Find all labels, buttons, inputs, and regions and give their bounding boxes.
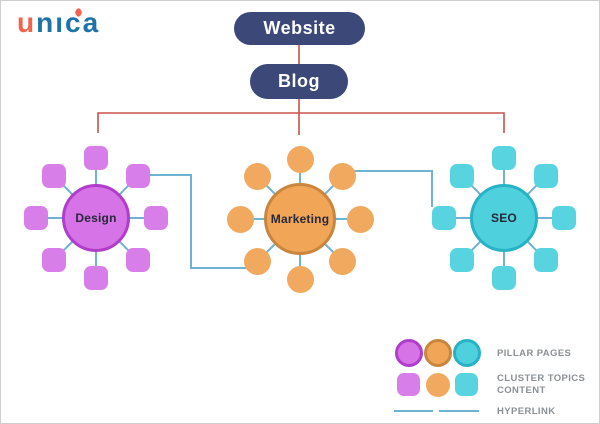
cluster-topic-node bbox=[286, 265, 314, 293]
cluster-topic-node bbox=[226, 205, 254, 233]
cluster-topic-node bbox=[346, 205, 374, 233]
logo-letter-n: n bbox=[36, 7, 56, 38]
website-node: Website bbox=[234, 12, 365, 45]
logo-letter-i: ı bbox=[55, 7, 65, 38]
cluster-topic-node bbox=[449, 163, 474, 188]
cluster-topic-node bbox=[84, 146, 108, 170]
legend-pillar-swatch-purple bbox=[395, 339, 423, 367]
cluster-topic-node bbox=[534, 163, 559, 188]
tree-branch-line bbox=[97, 112, 505, 133]
legend-hyperlink-label: HYPERLINK bbox=[497, 406, 556, 417]
marketing-pillar-node: Marketing bbox=[264, 183, 336, 255]
seo-label: SEO bbox=[491, 211, 517, 225]
cluster-topic-node bbox=[126, 163, 151, 188]
legend-topic-swatch-purple bbox=[397, 373, 420, 396]
cluster-topic-node bbox=[449, 248, 474, 273]
legend-cluster-topics-label: CLUSTER TOPICS CONTENT bbox=[497, 373, 586, 396]
unica-logo: unıca bbox=[17, 7, 100, 38]
cluster-topic-node bbox=[328, 247, 356, 275]
cluster-topic-node bbox=[41, 163, 66, 188]
design-label: Design bbox=[75, 211, 117, 225]
cluster-topic-node bbox=[244, 247, 272, 275]
legend-pillar-pages-label: PILLAR PAGES bbox=[497, 348, 572, 359]
legend-pillar-swatch-orange bbox=[424, 339, 452, 367]
cluster-topic-node bbox=[492, 146, 516, 170]
cluster-topic-node bbox=[126, 248, 151, 273]
cluster-topic-node bbox=[534, 248, 559, 273]
hyperlink-design-marketing bbox=[150, 174, 249, 269]
legend-pillar-swatch-cyan bbox=[453, 339, 481, 367]
seo-pillar-node: SEO bbox=[470, 184, 538, 252]
cluster-topic-node bbox=[244, 163, 272, 191]
cluster-topic-node bbox=[41, 248, 66, 273]
cluster-topic-node bbox=[24, 206, 48, 230]
cluster-topic-node bbox=[328, 163, 356, 191]
cluster-topic-node bbox=[552, 206, 576, 230]
cluster-topic-node bbox=[84, 266, 108, 290]
cluster-topic-node bbox=[492, 266, 516, 290]
marketing-label: Marketing bbox=[270, 212, 330, 226]
cluster-topic-node bbox=[432, 206, 456, 230]
hyperlink-marketing-seo bbox=[354, 170, 433, 207]
design-pillar-node: Design bbox=[62, 184, 130, 252]
cluster-topic-node bbox=[286, 145, 314, 173]
cluster-topic-node bbox=[144, 206, 168, 230]
legend-topic-swatch-orange bbox=[426, 373, 450, 397]
logo-letter-u: u bbox=[17, 7, 37, 38]
legend-topic-swatch-cyan bbox=[455, 373, 478, 396]
blog-node: Blog bbox=[250, 64, 348, 99]
